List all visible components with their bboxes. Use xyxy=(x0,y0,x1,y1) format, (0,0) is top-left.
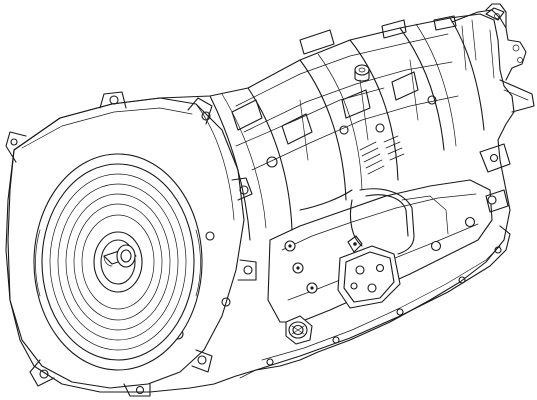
vent-cap xyxy=(354,64,370,82)
wiring-connector xyxy=(285,315,313,345)
hydraulic-lines xyxy=(299,188,449,255)
solenoid-pack xyxy=(337,235,401,309)
case-bosses xyxy=(231,15,457,168)
rear-mount-pad xyxy=(479,143,511,213)
cooling-fins xyxy=(359,135,405,175)
extension-housing xyxy=(451,3,535,113)
oil-pan xyxy=(239,225,511,379)
case-fittings xyxy=(284,195,497,294)
output-shaft xyxy=(485,7,505,21)
case-ribs xyxy=(209,17,485,241)
converter-hub xyxy=(93,231,143,293)
